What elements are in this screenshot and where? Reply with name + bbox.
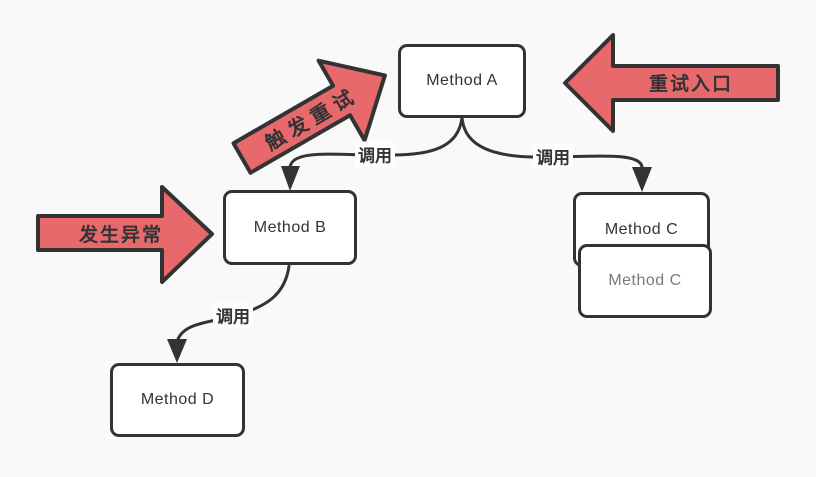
arrowhead-into-c-icon [632,167,652,192]
node-method-a: Method A [398,44,526,118]
node-method-d-label: Method D [140,391,215,408]
node-method-c-front-label: Method C [608,272,682,289]
left-arrow-icon [563,33,780,133]
annotation-trigger-retry-arrow: 触发重试 [231,58,387,175]
edge-a-to-c [460,115,644,169]
edge-label-b-to-d: 调用 [213,302,253,328]
node-method-c-front: Method C [578,244,712,318]
annotation-exception-arrow: 发生异常 [36,185,214,284]
edge-label-a-to-c: 调用 [533,143,573,169]
node-method-c-back-label: Method C [604,220,679,238]
node-method-d: Method D [110,363,245,437]
edge-label-a-to-b: 调用 [355,141,395,167]
annotation-retry-entry-label: 重试入口 [649,73,733,95]
annotation-exception-label: 发生异常 [78,223,163,246]
arrowhead-into-d-icon [167,339,187,363]
arrowhead-into-b-icon [281,166,300,191]
right-arrow-icon [36,185,214,284]
node-method-b-label: Method B [253,218,327,236]
node-method-a-label: Method A [426,72,498,89]
annotation-retry-entry-arrow: 重试入口 [563,33,780,133]
node-method-b: Method B [223,190,357,265]
diagonal-arrow-icon [231,58,387,175]
